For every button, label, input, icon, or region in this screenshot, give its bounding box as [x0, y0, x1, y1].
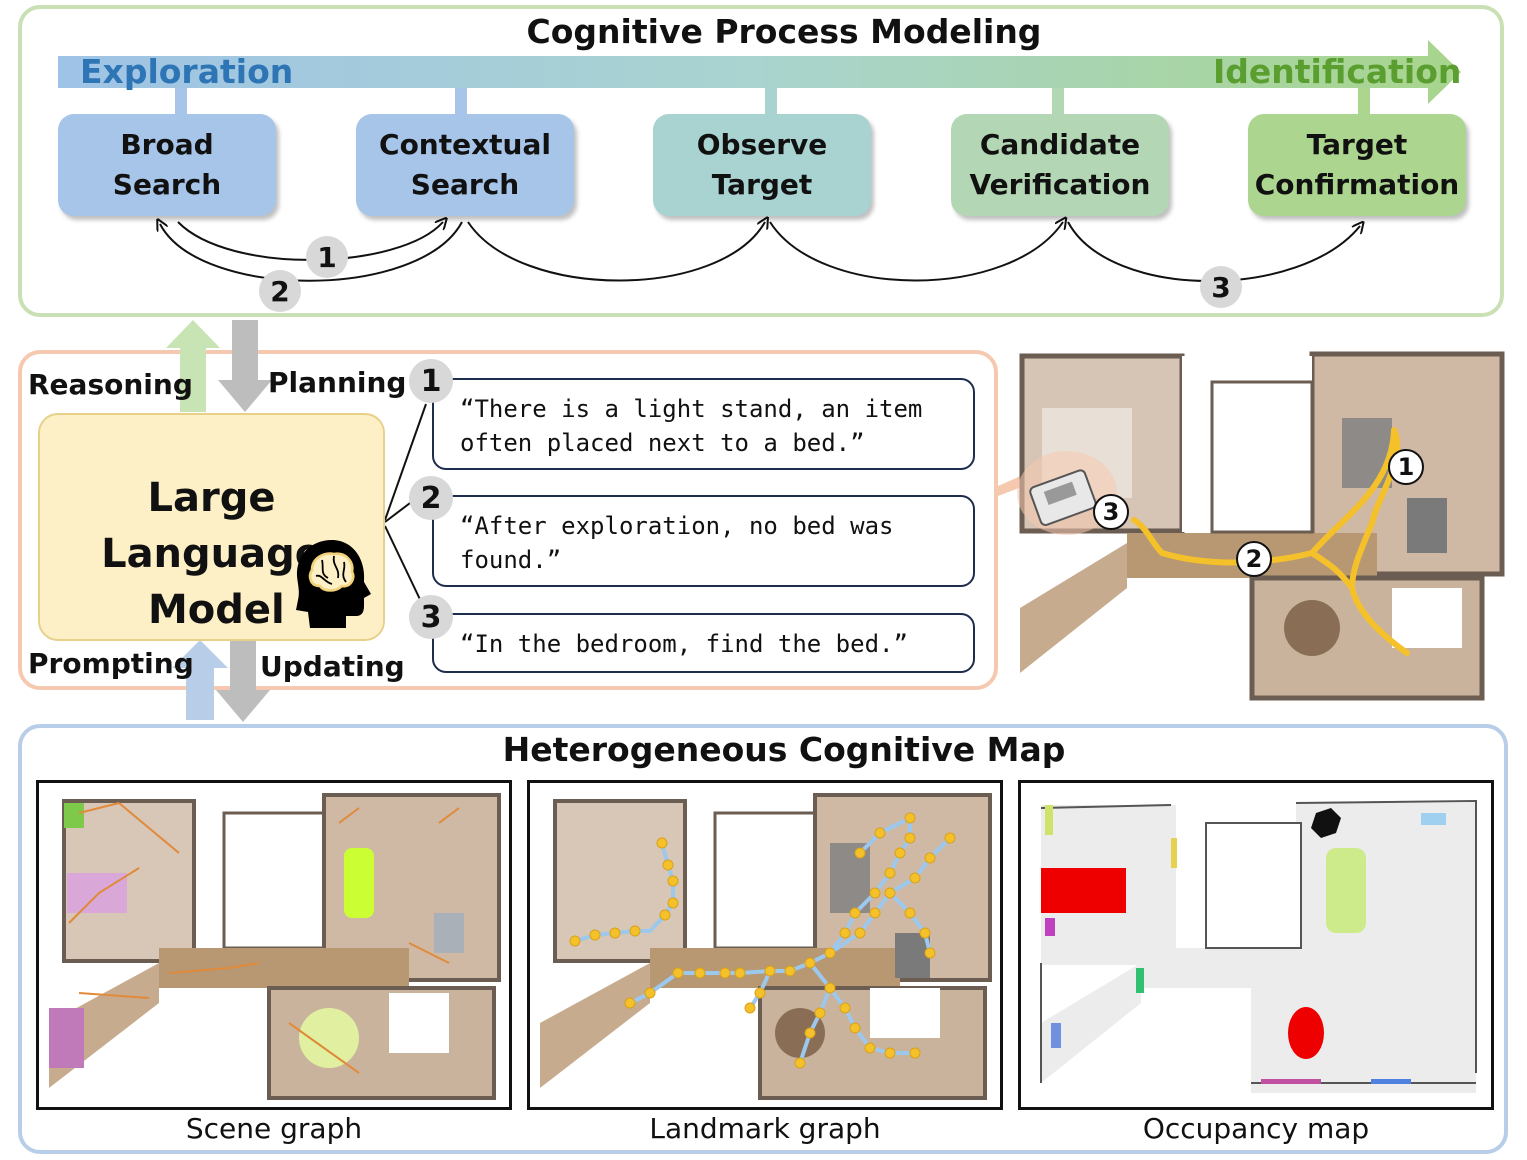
transition-arc-observe-to-candidate [769, 222, 1063, 282]
path-marker-3: 3 [1093, 494, 1129, 530]
stage-broad-search: Broad Search [58, 114, 276, 216]
occupancy-map-caption: Occupancy map [1142, 1112, 1370, 1145]
quote-box-3: “In the bedroom, find the bed.” [432, 613, 975, 673]
quote-text-3: “In the bedroom, find the bed.” [460, 630, 908, 658]
llm-title-line1: Large Language [101, 475, 322, 577]
reasoning-up-arrow [166, 320, 220, 412]
planning-label: Planning [268, 366, 407, 399]
landmark-graph-frame [527, 780, 1003, 1110]
scene-graph-image [49, 793, 501, 1100]
occupancy-map-image [1040, 799, 1477, 1093]
stage-contextual-search: Contextual Search [356, 114, 574, 216]
stage-observe-target: Observe Target [653, 114, 871, 216]
quote-number-3: 3 [409, 595, 453, 639]
quote-text-1: “There is a light stand, an item often p… [460, 395, 923, 457]
process-arrows-svg [58, 40, 1461, 282]
scene-graph-caption: Scene graph [185, 1112, 363, 1145]
updating-label: Updating [260, 650, 405, 683]
path-marker-1: 1 [1388, 449, 1424, 485]
transition-number-1: 1 [306, 236, 348, 278]
updating-down-arrow [216, 640, 270, 722]
scene-graph-frame [36, 780, 512, 1110]
landmark-graph-caption: Landmark graph [649, 1112, 881, 1145]
quote-number-1: 1 [409, 359, 453, 403]
llm-reasoning-panel [18, 350, 998, 690]
cognitive-process-panel [18, 5, 1504, 317]
occupancy-map-frame [1018, 780, 1494, 1110]
exploration-label: Exploration [80, 52, 294, 91]
transition-arc-contextual-to-observe [467, 222, 765, 282]
floor-plan-path-view [1017, 351, 1505, 701]
prompting-up-arrow [172, 640, 228, 720]
cognitive-map-panel [18, 724, 1508, 1154]
transition-number-2: 2 [259, 270, 301, 312]
landmark-graph-image [540, 793, 992, 1100]
quote-number-2: 2 [409, 476, 453, 520]
planning-down-arrow [218, 320, 272, 412]
stage-candidate-verification: Candidate Verification [951, 114, 1169, 216]
llm-title: Large Language Model [38, 470, 385, 638]
robot-icon [1017, 451, 1117, 535]
cognitive-process-title: Cognitive Process Modeling [526, 12, 1042, 51]
quote-box-2: “After exploration, no bed was found.” [432, 495, 975, 587]
brain-head-icon [296, 540, 371, 628]
path-marker-2: 2 [1236, 541, 1272, 577]
transition-number-3: 3 [1200, 266, 1242, 308]
exploration-identification-band [58, 40, 1461, 104]
floor-plan-rooms [1019, 351, 1505, 701]
prompting-label: Prompting [28, 647, 194, 680]
reasoning-label: Reasoning [28, 368, 193, 401]
identification-label: Identification [1213, 52, 1462, 91]
cognitive-map-title: Heterogeneous Cognitive Map [502, 730, 1066, 769]
quote-text-2: “After exploration, no bed was found.” [460, 512, 894, 574]
quote-box-1: “There is a light stand, an item often p… [432, 378, 975, 470]
stage-target-confirmation: Target Confirmation [1248, 114, 1466, 216]
transition-arc-contextual-to-broad [160, 222, 463, 282]
llm-title-line2: Model [148, 587, 285, 633]
